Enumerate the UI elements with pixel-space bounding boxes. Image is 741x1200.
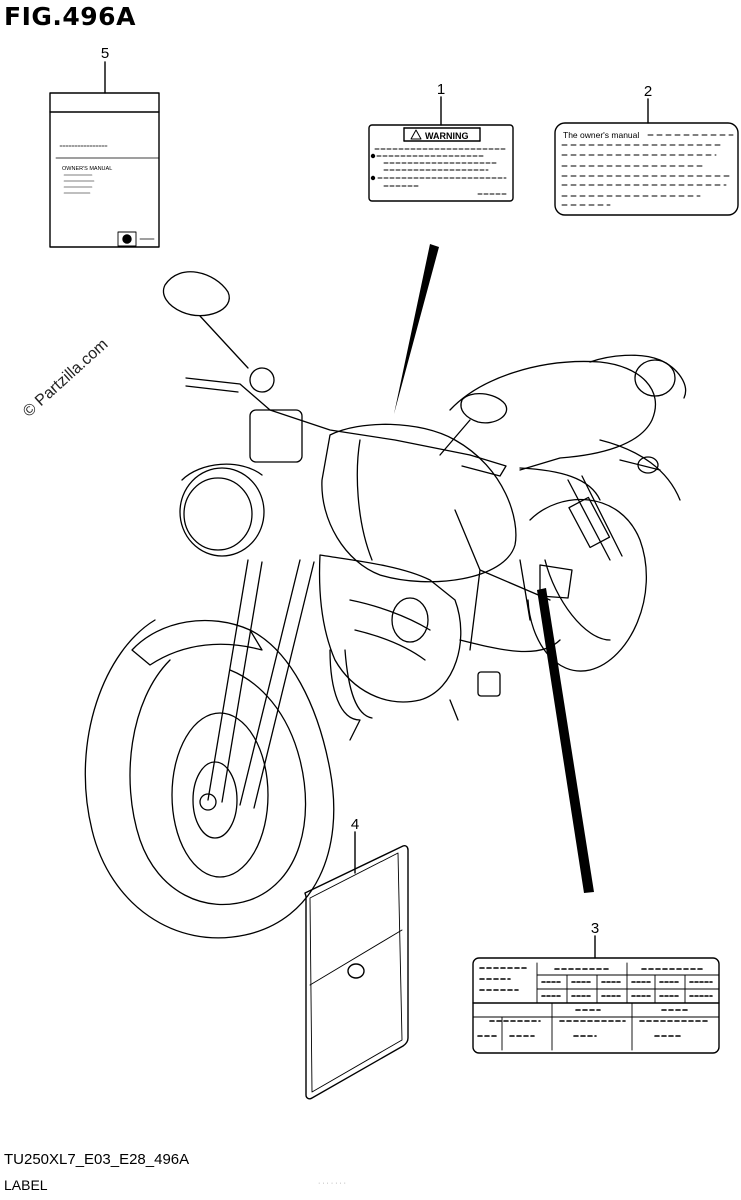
figure-code: TU250XL7_E03_E28_496A bbox=[4, 1151, 190, 1168]
part-3-spec-table-label[interactable] bbox=[472, 957, 720, 1054]
footer-tiny-text: · · · · · · · bbox=[318, 1180, 346, 1187]
callout-4: 4 bbox=[351, 816, 359, 833]
part-4-decal[interactable] bbox=[304, 845, 409, 1100]
figure-title: FIG.496A bbox=[4, 2, 136, 31]
manual-label-first-line: The owner's manual bbox=[563, 130, 639, 140]
part-5-owners-manual-booklet[interactable] bbox=[49, 92, 160, 248]
part-2-manual-label[interactable] bbox=[554, 122, 739, 216]
callout-3: 3 bbox=[591, 920, 599, 937]
motorcycle-outline bbox=[84, 271, 687, 939]
booklet-title: OWNER'S MANUAL bbox=[62, 166, 112, 172]
part-1-warning-label[interactable] bbox=[368, 124, 514, 202]
warning-label-header: WARNING bbox=[425, 131, 469, 141]
callout-5: 5 bbox=[101, 45, 109, 62]
callout-2: 2 bbox=[644, 83, 652, 100]
callout-1: 1 bbox=[437, 81, 445, 98]
figure-subtitle: LABEL bbox=[4, 1177, 48, 1193]
leader-wedge-1 bbox=[394, 244, 439, 414]
leader-wedge-3 bbox=[537, 588, 594, 893]
